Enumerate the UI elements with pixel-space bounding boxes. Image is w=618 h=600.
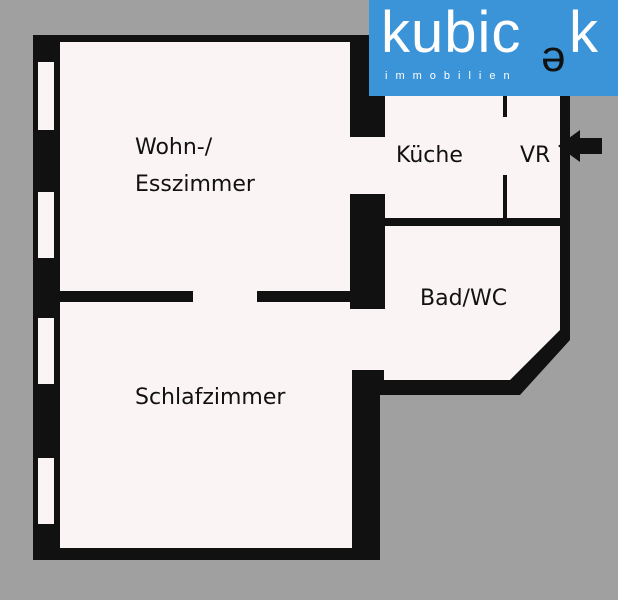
vr-divider-bottom — [503, 175, 507, 220]
window — [38, 192, 54, 258]
kitchen-wall-pillar — [350, 95, 385, 137]
logo-accent-letter: e — [541, 38, 566, 87]
living-room-label-line2: Esszimmer — [135, 172, 256, 197]
logo-tagline: immobilien — [385, 70, 518, 82]
wall-left-segment — [60, 291, 193, 302]
logo-wordmark: kubic — [381, 0, 522, 65]
hallway-label: VR — [520, 143, 550, 168]
entrance-arrow-icon — [558, 130, 602, 162]
bathroom-label: Bad/WC — [420, 286, 507, 311]
living-room-label-line1: Wohn-/ — [135, 135, 213, 160]
vr-divider-top — [503, 95, 507, 117]
bedroom-label: Schlafzimmer — [135, 385, 286, 410]
window — [38, 62, 54, 130]
window — [38, 458, 54, 524]
wall-right-segment — [257, 291, 352, 302]
bath-top-wall — [385, 218, 560, 226]
kitchen-label: Küche — [396, 143, 463, 168]
window — [38, 318, 54, 384]
logo-wordmark-end: k — [569, 0, 599, 65]
central-wall — [350, 194, 385, 309]
company-logo: kubic e k immobilien — [369, 0, 618, 96]
